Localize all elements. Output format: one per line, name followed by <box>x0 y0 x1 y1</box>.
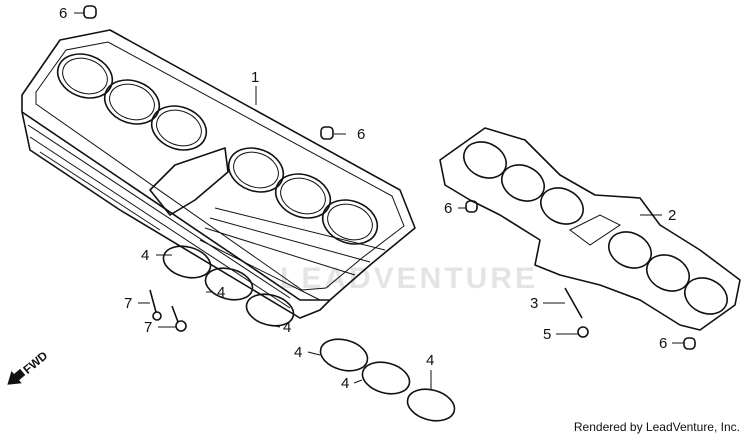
dowel-pin <box>683 337 696 350</box>
o-rings[interactable] <box>160 241 458 425</box>
callout-6: 6 <box>357 126 365 143</box>
dowel-pin <box>83 5 97 19</box>
o-ring <box>162 245 212 279</box>
callout-5: 5 <box>543 326 551 343</box>
dowel-pin <box>465 200 478 213</box>
stud-bolt <box>564 287 583 319</box>
o-ring <box>361 361 411 395</box>
callouts: 6 1 6 2 6 4 4 4 4 4 4 3 5 6 7 7 <box>59 5 676 392</box>
fwd-indicator: FWD <box>7 348 51 385</box>
o-ring <box>319 338 369 372</box>
cylinder-block[interactable] <box>21 29 416 319</box>
callout-4: 4 <box>283 319 291 336</box>
callout-1: 1 <box>251 69 259 86</box>
callout-7: 7 <box>144 319 152 336</box>
callout-6: 6 <box>659 335 667 352</box>
o-ring <box>406 388 456 422</box>
fwd-arrow-icon <box>7 368 26 385</box>
callout-4: 4 <box>426 352 434 369</box>
callout-4: 4 <box>141 247 149 264</box>
cylinder-gasket[interactable] <box>439 127 741 331</box>
nut <box>577 326 589 338</box>
o-ring <box>204 267 254 301</box>
dowel-pins[interactable] <box>83 5 696 350</box>
callout-4: 4 <box>217 284 225 301</box>
leader-lines <box>74 12 684 390</box>
watermark-text: LEADVENTURE <box>280 262 538 295</box>
bolt <box>149 289 157 313</box>
bolt <box>171 305 179 323</box>
credit-text: Rendered by LeadVenture, Inc. <box>573 420 740 434</box>
fwd-label: FWD <box>20 348 50 377</box>
callout-4: 4 <box>294 344 302 361</box>
bolts[interactable] <box>149 289 187 332</box>
callout-6: 6 <box>59 5 67 22</box>
o-ring <box>245 293 295 327</box>
callout-2: 2 <box>668 207 676 224</box>
dowel-pin <box>320 126 334 140</box>
callout-3: 3 <box>530 295 538 312</box>
callout-4: 4 <box>341 375 349 392</box>
callout-6: 6 <box>444 200 452 217</box>
callout-7: 7 <box>124 295 132 312</box>
stud-and-nut[interactable] <box>564 287 589 338</box>
